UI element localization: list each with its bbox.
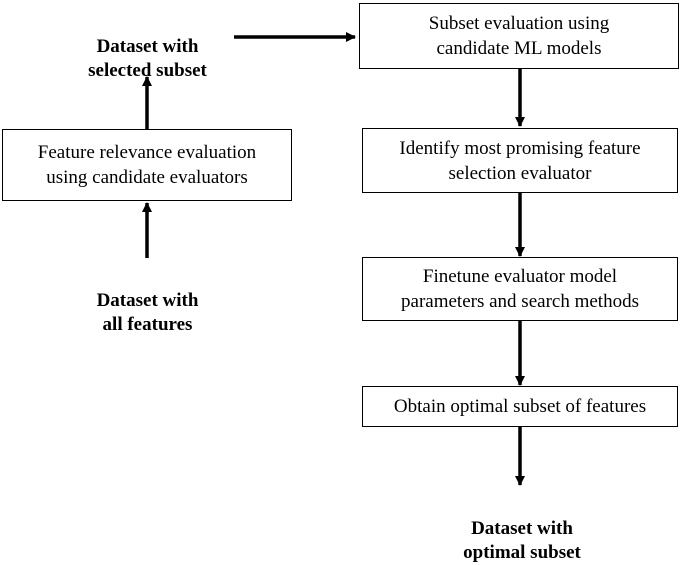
dataset-selected-subset-label: Dataset with selected subset	[40, 11, 255, 83]
dataset-all-features-label: Dataset with all features	[40, 265, 255, 337]
obtain-subset-text: Obtain optimal subset of features	[393, 396, 647, 417]
dataset-all-features-text: Dataset with all features	[96, 290, 199, 335]
subset-evaluation-text: Subset evaluation using candidate ML mod…	[428, 13, 610, 59]
feature-relevance-text: Feature relevance evaluation using candi…	[37, 142, 257, 188]
subset-evaluation-box: Subset evaluation using candidate ML mod…	[359, 3, 679, 69]
identify-evaluator-box: Identify most promising feature selectio…	[362, 128, 678, 193]
flow-arrows	[142, 32, 525, 486]
dataset-selected-subset-text: Dataset with selected subset	[88, 36, 207, 81]
finetune-box: Finetune evaluator model parameters and …	[362, 257, 678, 321]
finetune-text: Finetune evaluator model parameters and …	[401, 266, 639, 312]
feature-relevance-box: Feature relevance evaluation using candi…	[2, 129, 292, 201]
obtain-subset-box: Obtain optimal subset of features	[362, 386, 678, 427]
identify-evaluator-text: Identify most promising feature selectio…	[399, 137, 641, 184]
dataset-optimal-subset-text: Dataset with optimal subset	[463, 518, 581, 563]
dataset-optimal-subset-label: Dataset with optimal subset	[412, 493, 632, 565]
